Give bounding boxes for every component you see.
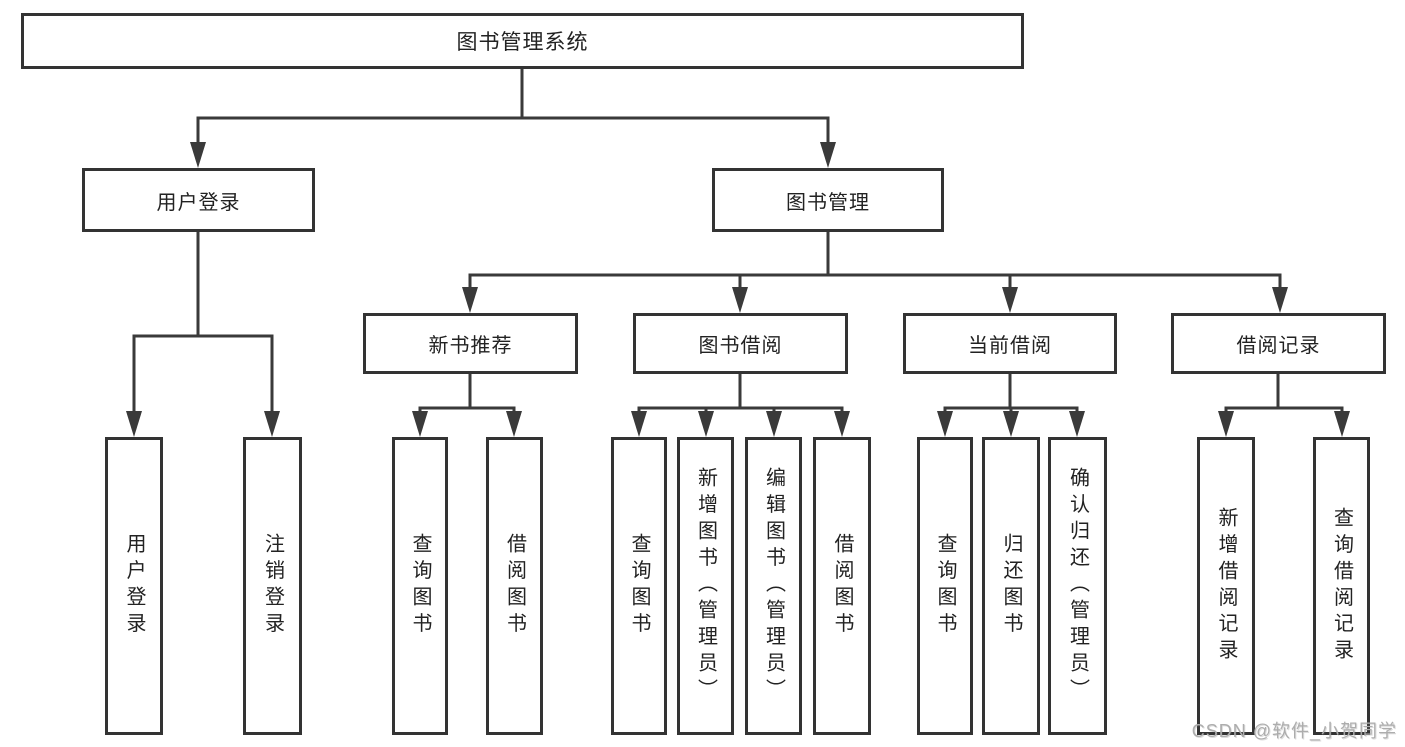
leaf-add-borrow-record: 新增借阅记录 — [1197, 437, 1255, 735]
node-book-borrow: 图书借阅 — [633, 313, 848, 374]
leaf-edit-books-admin: 编辑图书（管理员） — [745, 437, 802, 735]
leaf-confirm-return-admin: 确认归还（管理员） — [1048, 437, 1107, 735]
leaf-query-books-borrow: 查询图书 — [611, 437, 667, 735]
node-new-book-recommend: 新书推荐 — [363, 313, 578, 374]
node-user-login: 用户登录 — [82, 168, 315, 232]
csdn-watermark: CSDN @软件_小贺同学 — [1191, 721, 1397, 741]
node-borrow-records: 借阅记录 — [1171, 313, 1386, 374]
leaf-query-books-current: 查询图书 — [917, 437, 973, 735]
node-library-management-system: 图书管理系统 — [21, 13, 1024, 69]
leaf-borrow-books-recommend: 借阅图书 — [486, 437, 543, 735]
leaf-logout: 注销登录 — [243, 437, 302, 735]
leaf-borrow-books: 借阅图书 — [813, 437, 871, 735]
leaf-query-borrow-record: 查询借阅记录 — [1313, 437, 1370, 735]
node-current-borrow: 当前借阅 — [903, 313, 1117, 374]
leaf-return-books: 归还图书 — [982, 437, 1040, 735]
leaf-user-login: 用户登录 — [105, 437, 163, 735]
leaf-add-books-admin: 新增图书（管理员） — [677, 437, 734, 735]
leaf-query-books-recommend: 查询图书 — [392, 437, 448, 735]
node-book-management: 图书管理 — [712, 168, 944, 232]
